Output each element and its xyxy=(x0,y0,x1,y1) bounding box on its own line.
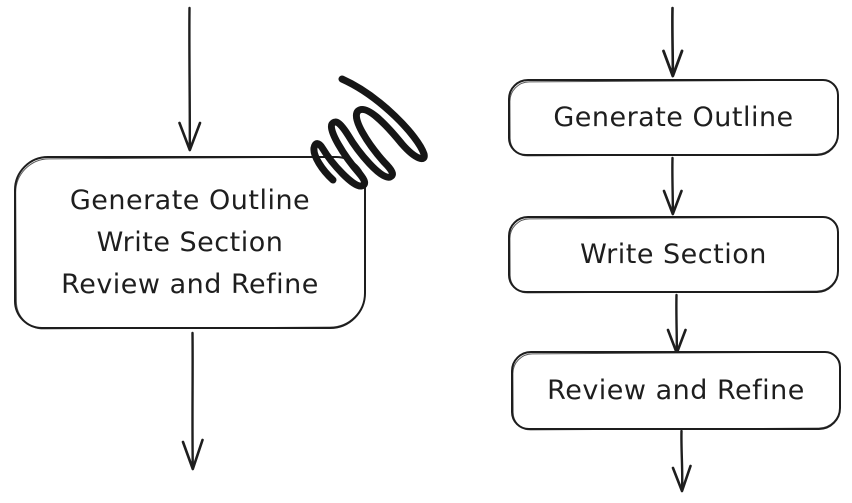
box-line-generate-outline: Generate Outline xyxy=(69,184,311,216)
arrow-down-icon xyxy=(181,331,204,471)
step-label: Generate Outline xyxy=(553,101,794,133)
arrow-down-icon xyxy=(178,6,202,152)
arrow-down-icon xyxy=(662,156,683,216)
step-box-generate-outline: Generate Outline xyxy=(508,79,839,156)
step-box-write-section: Write Section xyxy=(508,216,839,293)
arrow-down-icon xyxy=(662,6,684,78)
scribble-icon xyxy=(310,75,428,190)
step-label: Review and Refine xyxy=(547,374,805,406)
box-line-write-section: Write Section xyxy=(96,226,284,258)
step-box-review-refine: Review and Refine xyxy=(511,351,841,430)
arrow-down-icon xyxy=(671,429,692,493)
box-line-review-refine: Review and Refine xyxy=(61,268,319,300)
step-label: Write Section xyxy=(580,238,767,270)
arrow-down-icon xyxy=(666,293,687,355)
merged-steps-box: Generate Outline Write Section Review an… xyxy=(14,156,366,329)
